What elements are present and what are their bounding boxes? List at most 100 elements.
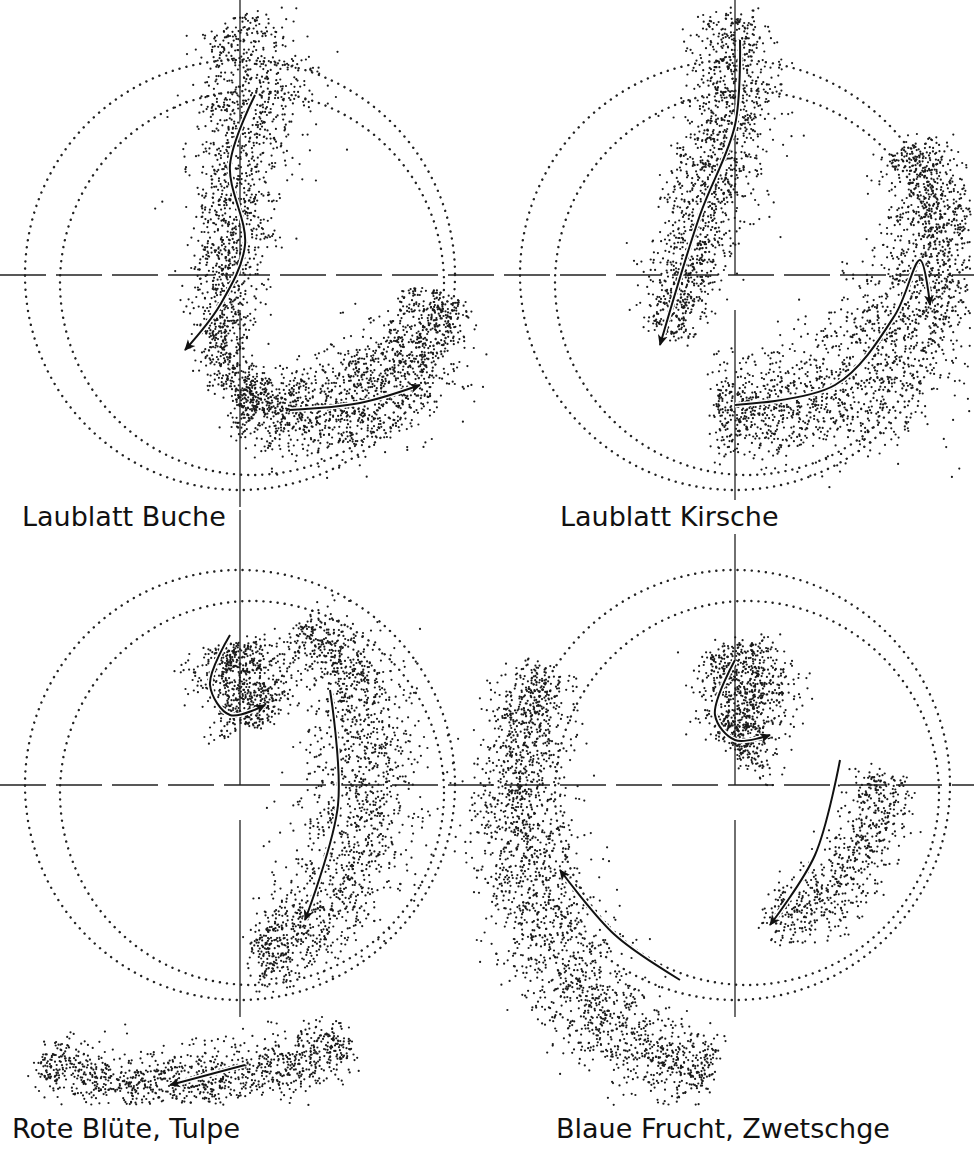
stipple-dot xyxy=(208,270,210,272)
stipple-dot xyxy=(270,138,272,140)
stipple-dot xyxy=(250,285,252,287)
stipple-dot xyxy=(206,108,208,110)
stipple-dot xyxy=(222,354,224,356)
stipple-dot xyxy=(197,268,199,270)
stipple-dot xyxy=(231,395,233,397)
stipple-dot xyxy=(215,265,217,267)
stipple-dot xyxy=(218,272,220,274)
stipple-dot xyxy=(214,296,216,298)
stipple-dot xyxy=(217,345,219,347)
stipple-dot xyxy=(240,158,242,160)
stipple-dot xyxy=(236,320,238,322)
stipple-dot xyxy=(225,55,227,57)
stipple-dot xyxy=(229,207,231,209)
stipple-dot xyxy=(273,230,275,232)
stipple-dot xyxy=(247,208,249,210)
stipple-dot xyxy=(204,209,206,211)
stipple-dot xyxy=(226,185,228,187)
stipple-dot xyxy=(277,97,279,99)
stipple-dot xyxy=(227,42,229,44)
stipple-dot xyxy=(223,78,225,80)
stipple-dot xyxy=(250,219,252,221)
stipple-dot xyxy=(282,44,284,46)
stipple-dot xyxy=(236,252,238,254)
stipple-dot xyxy=(251,363,253,365)
stipple-dot xyxy=(232,59,234,61)
stipple-dot xyxy=(420,314,422,316)
stipple-dot xyxy=(239,295,241,297)
stipple-dot xyxy=(216,374,218,376)
stipple-dot xyxy=(185,143,187,145)
stipple-dot xyxy=(295,429,297,431)
stipple-dot xyxy=(286,63,288,65)
stipple-dot xyxy=(229,357,231,359)
stipple-dot xyxy=(361,444,363,446)
stipple-dot xyxy=(246,65,248,67)
stipple-dot xyxy=(414,373,416,375)
stipple-dot xyxy=(217,169,219,171)
stipple-dot xyxy=(208,211,210,213)
stipple-dot xyxy=(275,141,277,143)
stipple-dot xyxy=(278,59,280,61)
stipple-dot xyxy=(349,440,351,442)
stipple-dot xyxy=(250,212,252,214)
stipple-dot xyxy=(231,43,233,45)
stipple-dot xyxy=(246,69,248,71)
stipple-dot xyxy=(217,228,219,230)
stipple-dot xyxy=(253,46,255,48)
stipple-dot xyxy=(212,330,214,332)
stipple-dot xyxy=(204,125,206,127)
stipple-dot xyxy=(237,284,239,286)
stipple-dot xyxy=(231,81,233,83)
stipple-dot xyxy=(267,191,269,193)
stipple-dot xyxy=(215,108,217,110)
stipple-dot xyxy=(227,58,229,60)
stipple-dot xyxy=(260,31,262,33)
stipple-dot xyxy=(269,91,271,93)
stipple-dot xyxy=(234,313,236,315)
stipple-dot xyxy=(444,310,446,312)
stipple-dot xyxy=(248,329,250,331)
stipple-dot xyxy=(219,57,221,59)
stipple-dot xyxy=(265,427,267,429)
stipple-dot xyxy=(284,45,286,47)
stipple-dot xyxy=(210,120,212,122)
stipple-dot xyxy=(260,86,262,88)
stipple-dot xyxy=(193,255,195,257)
stipple-dot xyxy=(287,66,289,68)
stipple-dot xyxy=(228,373,230,375)
stipple-dot xyxy=(205,141,207,143)
stipple-dot xyxy=(212,270,214,272)
stipple-dot xyxy=(204,206,206,208)
stipple-dot xyxy=(244,132,246,134)
stipple-dot xyxy=(255,365,257,367)
stipple-dot xyxy=(202,306,204,308)
stipple-dot xyxy=(296,439,298,441)
stipple-dot xyxy=(249,319,251,321)
stipple-dot xyxy=(231,304,233,306)
stipple-dot xyxy=(232,222,234,224)
stipple-dot xyxy=(212,284,214,286)
stipple-dot xyxy=(233,332,235,334)
stipple-dot xyxy=(248,200,250,202)
stipple-dot xyxy=(239,17,241,19)
stipple-dot xyxy=(257,246,259,248)
stipple-dot xyxy=(234,292,236,294)
stipple-dot xyxy=(272,56,274,58)
stipple-dot xyxy=(236,339,238,341)
stipple-dot xyxy=(259,65,261,67)
stipple-dot xyxy=(230,194,232,196)
stipple-dot xyxy=(227,27,229,29)
stipple-dot xyxy=(255,273,257,275)
stipple-dot xyxy=(281,113,283,115)
stipple-dot xyxy=(206,246,208,248)
stipple-dot xyxy=(258,226,260,228)
stipple-dot xyxy=(283,151,285,153)
stipple-dot xyxy=(225,342,227,344)
stipple-dot xyxy=(397,415,399,417)
stipple-dot xyxy=(285,412,287,414)
stipple-dot xyxy=(247,249,249,251)
stipple-dot xyxy=(263,238,265,240)
stipple-dot xyxy=(224,212,226,214)
stipple-dot xyxy=(231,79,233,81)
